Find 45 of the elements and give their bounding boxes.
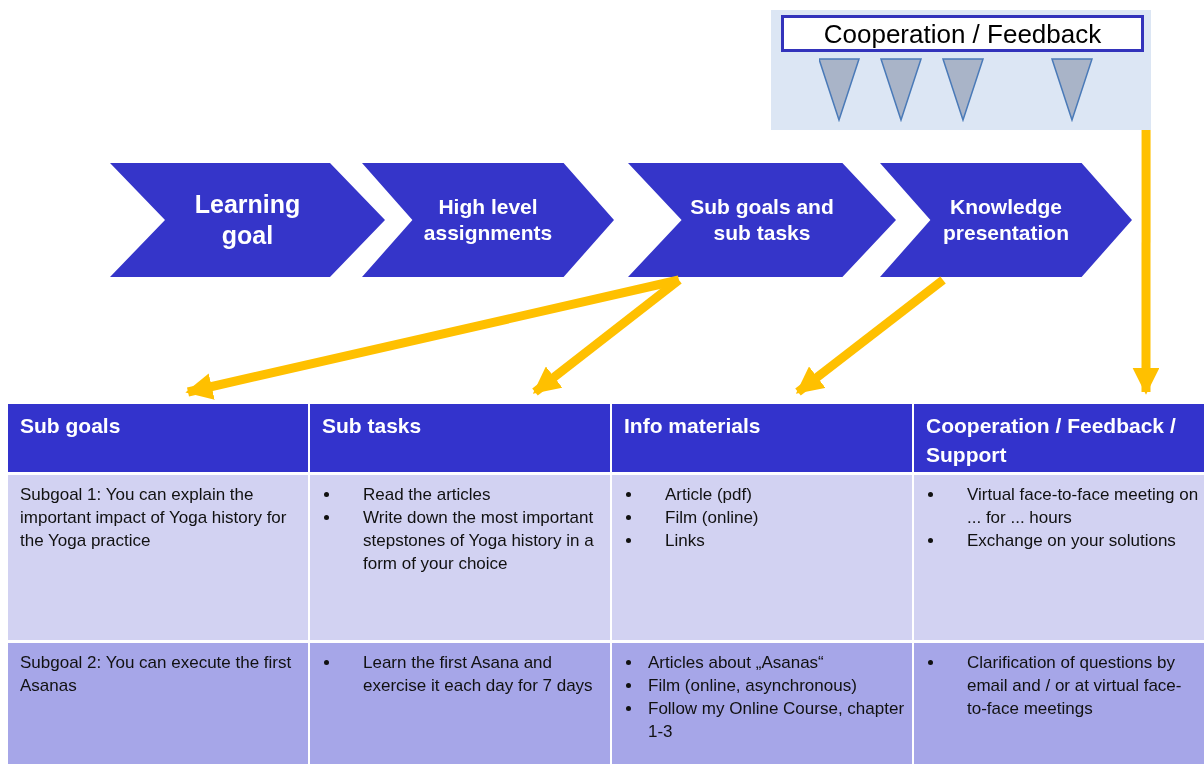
header-text: Sub tasks (322, 414, 422, 437)
table-header (8, 404, 308, 472)
table-cell (612, 643, 912, 764)
list-item: Film (online) (665, 507, 759, 529)
list-item: Links (665, 530, 705, 552)
table-cell (310, 475, 610, 640)
table-cell (8, 475, 308, 640)
list-item: Exchange on your solutions (967, 530, 1176, 552)
table-cell (310, 643, 610, 764)
table-cell (914, 475, 1204, 640)
chevron-step (628, 163, 896, 277)
arrow (185, 275, 680, 400)
list-item: Virtual face-to-face meeting on ... for ... hours (967, 484, 1200, 529)
arrow (532, 276, 682, 396)
list-item: Learn the first Asana and exercise it each day for 7 days (363, 652, 594, 697)
list-item: Article (pdf) (665, 484, 752, 506)
header-text: Cooperation / Feedback / Support (926, 414, 1176, 466)
step-label: Knowledge presentation (942, 193, 1070, 246)
table-cell (914, 643, 1204, 764)
list-item: Read the articles (363, 484, 491, 506)
step-label: Sub goals and sub tasks (689, 193, 835, 246)
list-item: Write down the most important stepstones of Yoga history in a form of your choice (363, 507, 595, 575)
step-label: Learning goal (193, 188, 302, 251)
table-header (612, 404, 912, 472)
list-item: Articles about „Asanas“ (648, 652, 824, 674)
table-cell (8, 643, 308, 764)
title-box (781, 15, 1144, 52)
list-item: Film (online, asynchronous) (648, 675, 857, 697)
list-item: Follow my Online Course, chapter 1-3 (648, 698, 906, 743)
table-header (310, 404, 610, 472)
header-text: Info materials (624, 414, 761, 437)
header-text: Sub goals (20, 414, 121, 437)
list-item: Clarification of questions by email and / or at virtual face-to-face meetings (967, 652, 1183, 720)
cell-text: Subgoal 2: You can execute the first Asanas (20, 653, 292, 695)
step-label: High level assignments (422, 193, 554, 246)
arrow (1132, 130, 1160, 395)
chevron-step (880, 163, 1132, 277)
table-header (914, 404, 1204, 472)
table-cell (612, 475, 912, 640)
title-text: Cooperation / Feedback (823, 20, 1102, 47)
cell-text: Subgoal 1: You can explain the important impact of Yoga history for the Yoga practice (20, 485, 287, 550)
arrow (795, 276, 946, 396)
feedback-panel (771, 10, 1151, 130)
chevron-step (362, 163, 614, 277)
chevron-step (110, 163, 385, 277)
